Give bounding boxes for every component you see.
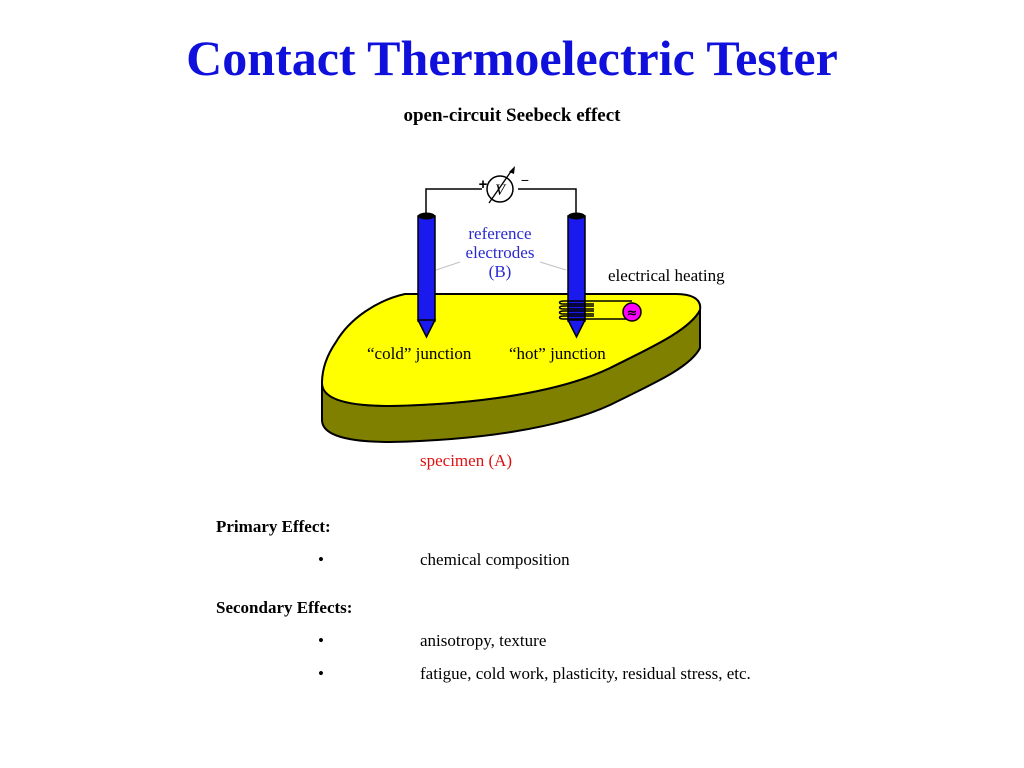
electrical-heating-label: electrical heating xyxy=(608,266,725,285)
reference-leader-left xyxy=(435,261,461,271)
voltmeter-plus: + xyxy=(479,176,488,193)
voltmeter-icon: V + − xyxy=(479,166,529,204)
reference-label-line1: reference xyxy=(468,224,532,243)
secondary-effects-heading: Secondary Effects: xyxy=(216,598,353,617)
bullet-icon: • xyxy=(318,550,324,569)
cold-junction-label: “cold” junction xyxy=(367,344,472,363)
primary-effect-heading: Primary Effect: xyxy=(216,517,331,536)
secondary-effect-item: • fatigue, cold work, plasticity, residu… xyxy=(216,664,916,684)
secondary-effect-text: fatigue, cold work, plasticity, residual… xyxy=(420,664,751,683)
secondary-effect-item: • anisotropy, texture xyxy=(216,631,916,651)
bullet-icon: • xyxy=(318,664,324,683)
specimen-top xyxy=(320,293,702,408)
voltmeter-symbol: V xyxy=(495,182,507,199)
voltmeter-minus: − xyxy=(521,172,529,188)
heating-coil xyxy=(558,300,632,320)
ac-source-icon: ≈ xyxy=(622,302,642,322)
primary-effect-item: • chemical composition xyxy=(216,550,916,570)
page-subtitle: open-circuit Seebeck effect xyxy=(403,105,621,126)
hot-junction-label: “hot” junction xyxy=(509,344,606,363)
secondary-effect-text: anisotropy, texture xyxy=(420,631,547,650)
reference-leader-right xyxy=(539,261,567,271)
circuit-wire-left xyxy=(425,188,482,213)
primary-effect-text: chemical composition xyxy=(420,550,570,569)
reference-electrodes-label: reference electrodes (B) xyxy=(440,224,560,281)
reference-electrode-cold xyxy=(416,212,437,339)
reference-electrode-hot xyxy=(566,212,587,339)
bullet-icon: • xyxy=(318,631,324,650)
circuit-wire-right xyxy=(518,188,577,213)
ac-source-symbol: ≈ xyxy=(627,306,638,321)
page-title: Contact Thermoelectric Tester xyxy=(186,30,838,86)
reference-label-line2: electrodes xyxy=(465,243,535,262)
reference-label-line3: (B) xyxy=(488,262,512,281)
specimen-label: specimen (A) xyxy=(420,451,513,470)
